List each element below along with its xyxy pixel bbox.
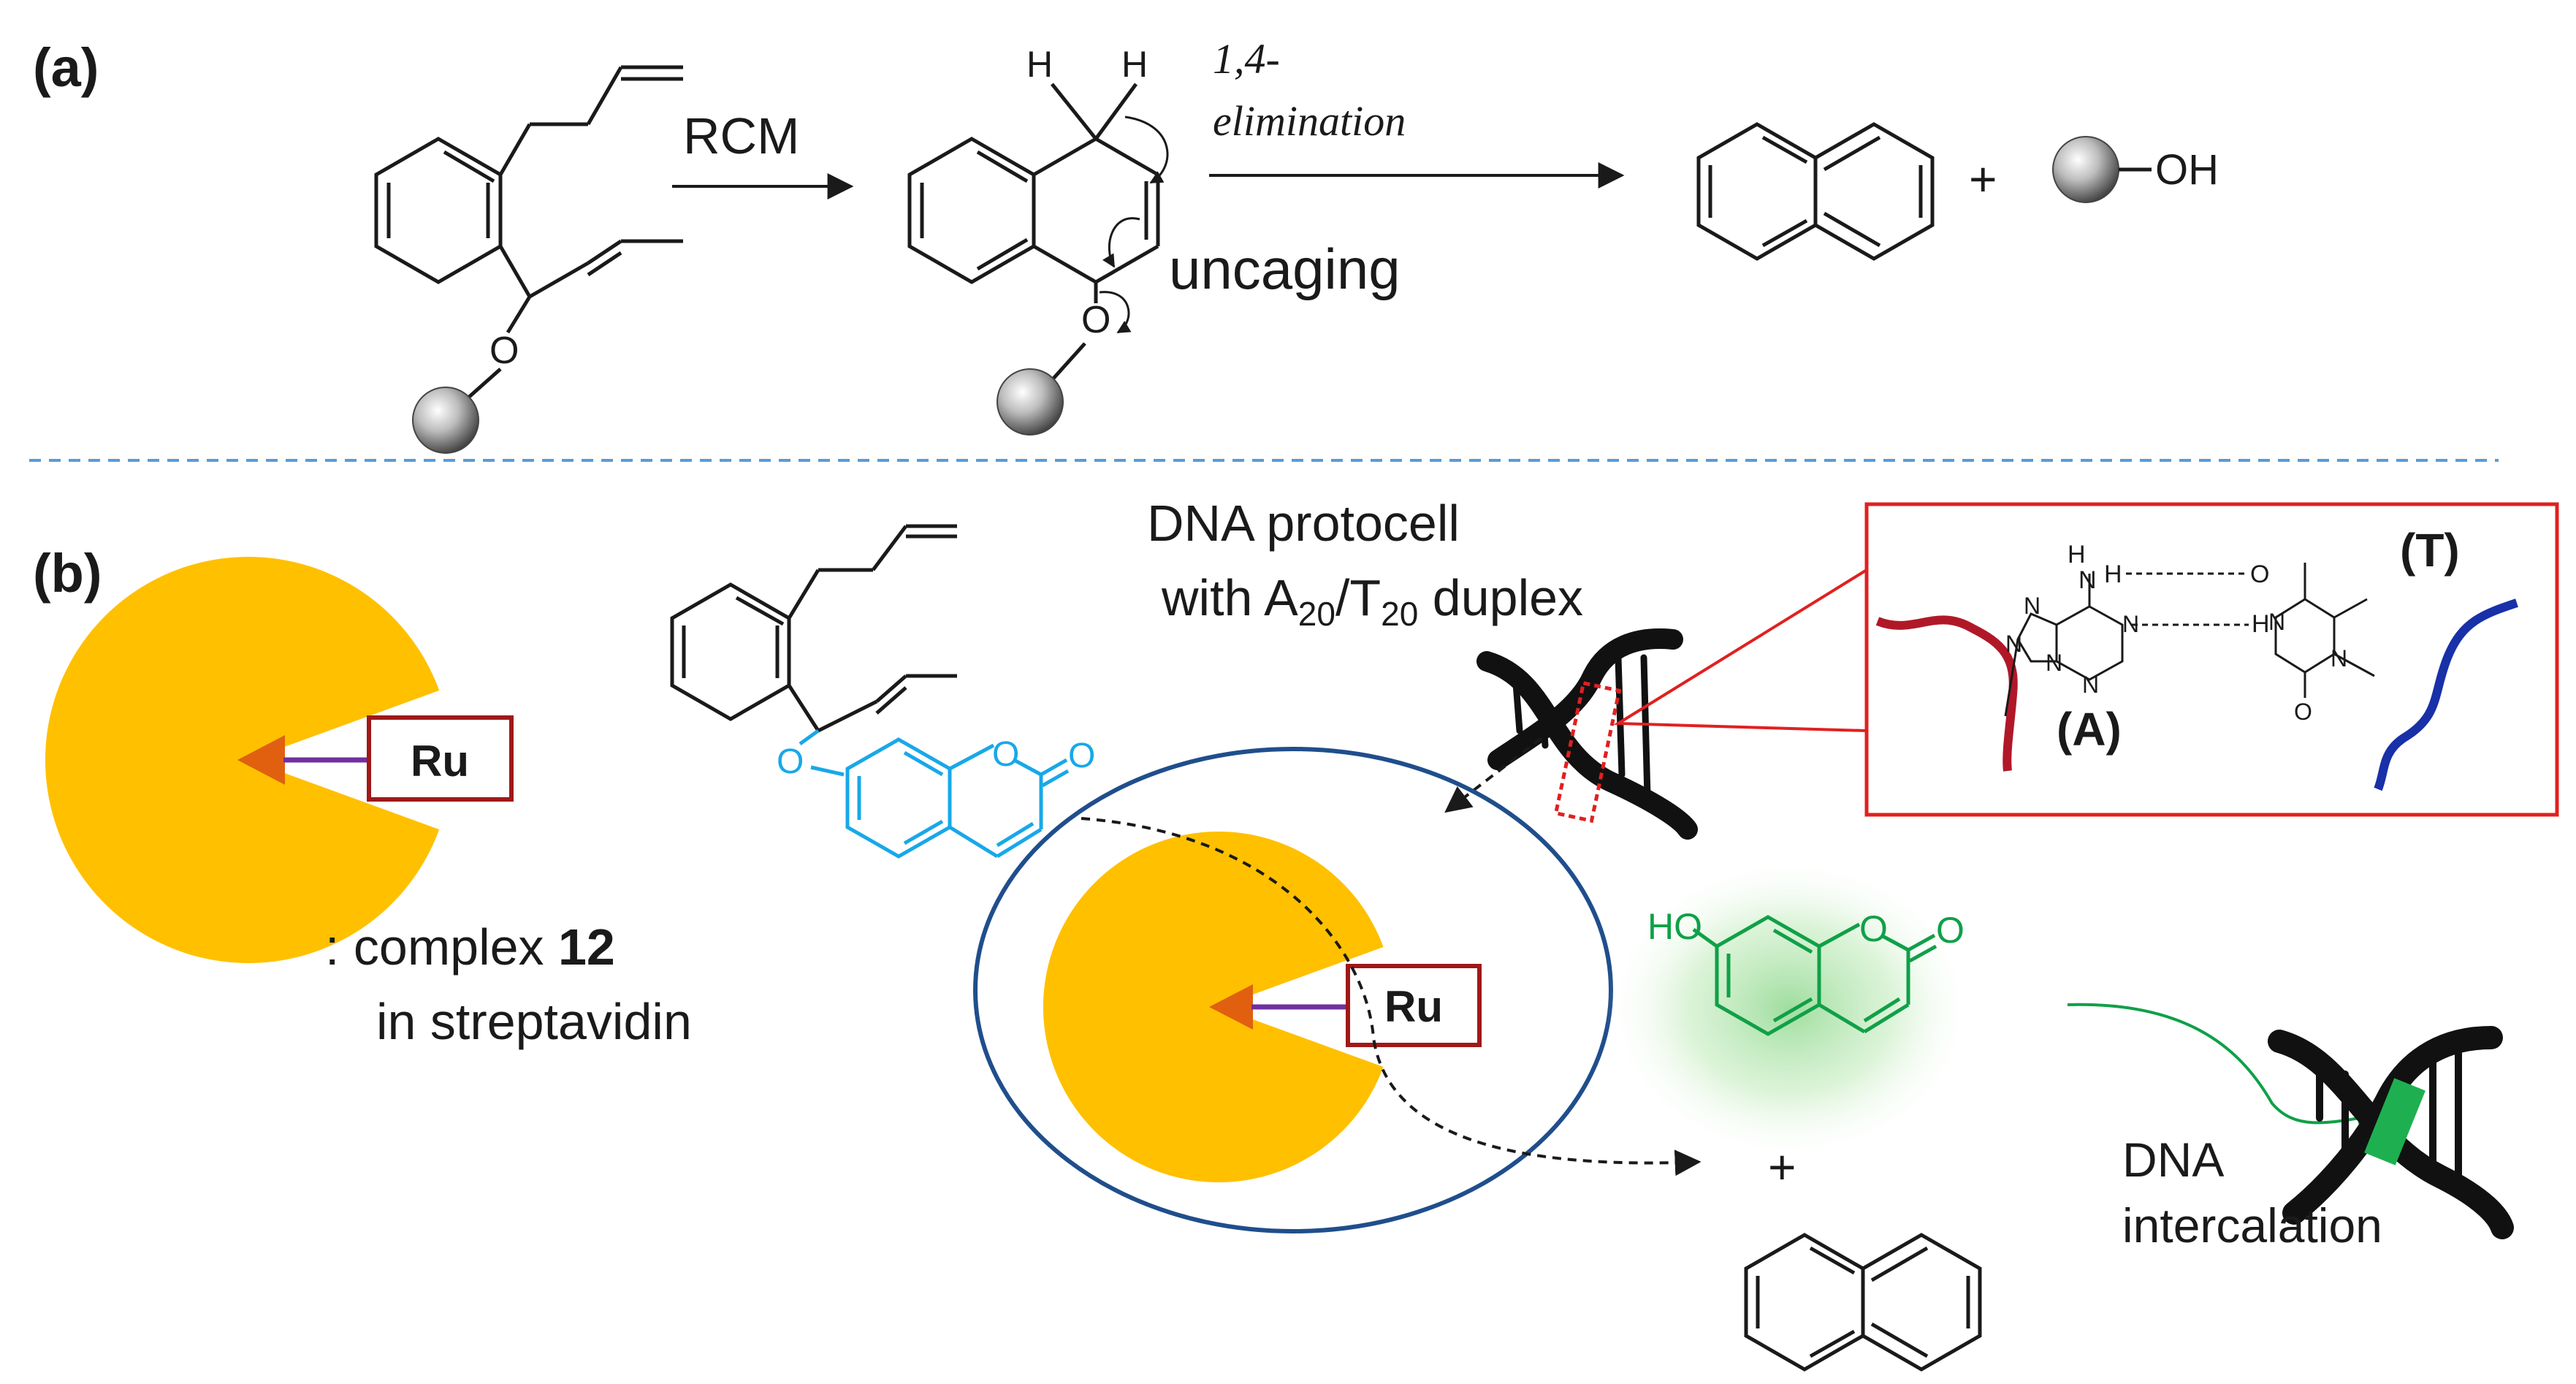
inset-h-nh2: H bbox=[2068, 541, 2086, 569]
base-pair-inset bbox=[1864, 502, 2559, 817]
substrate-carbonyl-oxygen: O bbox=[1068, 737, 1095, 775]
intercalation-label-line2: intercalation bbox=[2122, 1198, 2382, 1252]
streptavidin-pacman-icon bbox=[45, 556, 514, 964]
inset-n-nh2: N bbox=[2078, 566, 2097, 594]
hydroxyl-label: OH bbox=[2155, 146, 2219, 194]
naphthalene-product-structure bbox=[1696, 122, 1935, 261]
inset-adenine-n4: N bbox=[2005, 631, 2022, 657]
elimination-label-line2: elimination bbox=[1213, 97, 1406, 145]
intercalation-arrow bbox=[2067, 1003, 2381, 1130]
intermediate-h-right: H bbox=[1121, 44, 1148, 85]
dna-helix-icon bbox=[1476, 628, 1698, 840]
inset-thymine-n2: N bbox=[2331, 645, 2347, 672]
inset-thymine-n1: N bbox=[2268, 609, 2285, 635]
inset-adenine-n1: N bbox=[2024, 593, 2040, 619]
ru-catalyst-box bbox=[1346, 964, 1482, 1047]
inset-adenine-n5: N bbox=[2046, 650, 2062, 676]
substrate-oxygen-label: O bbox=[489, 330, 519, 372]
ru-label: Ru bbox=[411, 737, 469, 786]
protocell-sub2: 20 bbox=[1381, 595, 1418, 633]
adenine-thymine-pair-structure: H N H O N N N N N H N N O bbox=[1875, 541, 2518, 791]
umbelliferone-product-structure bbox=[1692, 915, 1937, 1036]
cargo-sphere-icon bbox=[2052, 136, 2119, 203]
intercalated-dye-icon bbox=[2364, 1078, 2426, 1166]
rcm-label: RCM bbox=[683, 107, 799, 164]
reaction-path-arrow bbox=[1081, 817, 1702, 1176]
elimination-label-line1: 1,4- bbox=[1213, 35, 1280, 83]
inset-callout-pointer bbox=[1613, 567, 1868, 733]
inset-adenine-n3: N bbox=[2082, 672, 2099, 698]
complex-number: 12 bbox=[558, 919, 615, 976]
ru-catalyst-box bbox=[367, 715, 514, 802]
cargo-sphere-icon bbox=[997, 368, 1064, 436]
streptavidin-pacman-icon bbox=[1043, 832, 1482, 1182]
selected-base-pair-highlight bbox=[1553, 680, 1622, 824]
inset-h-top: H bbox=[2104, 560, 2122, 588]
panel-b: (b) Ru : complex 12 in streptavidin bbox=[33, 495, 2559, 1372]
thymine-strand-icon bbox=[2374, 598, 2518, 791]
product-ring-oxygen: O bbox=[1859, 908, 1888, 949]
substrate-ether-oxygen: O bbox=[777, 742, 804, 781]
naphthalene-byproduct-structure bbox=[1744, 1233, 1982, 1372]
protocell-label-line2: with A20/T20 duplex bbox=[1161, 569, 1583, 633]
adenine-label: (A) bbox=[2057, 703, 2122, 756]
complex-legend-line1: : complex 12 bbox=[325, 919, 615, 976]
complex-legend-prefix: : complex bbox=[325, 919, 558, 976]
protocell-sub1: 20 bbox=[1298, 595, 1335, 633]
thymine-label: (T) bbox=[2400, 524, 2460, 577]
inset-thymine-o2: O bbox=[2294, 699, 2312, 725]
substrate-ring-oxygen: O bbox=[992, 735, 1019, 774]
protocell-label-line1: DNA protocell bbox=[1147, 495, 1460, 552]
product-carbonyl-oxygen: O bbox=[1936, 910, 1965, 951]
electron-push-arrow-icon bbox=[1124, 115, 1169, 184]
panel-a-label: (a) bbox=[33, 37, 99, 98]
product-hydroxyl-label: HO bbox=[1647, 906, 1702, 947]
uncaging-label: uncaging bbox=[1169, 237, 1401, 301]
complex-legend-line2: in streptavidin bbox=[376, 993, 692, 1050]
panel-a: (a) O RCM bbox=[33, 35, 2219, 454]
intermediate-oxygen-label: O bbox=[1081, 299, 1110, 341]
dihydronaphthalene-intermediate-structure bbox=[907, 83, 1160, 381]
plus-sign: + bbox=[1969, 152, 1997, 206]
intermediate-h-left: H bbox=[1026, 44, 1053, 85]
plus-sign: + bbox=[1768, 1140, 1796, 1194]
caged-coumarin-substrate-structure bbox=[670, 524, 1070, 859]
protocell-mid: /T bbox=[1335, 569, 1381, 626]
inset-o-top: O bbox=[2250, 560, 2269, 588]
adenine-strand-icon bbox=[1875, 615, 2018, 772]
intercalation-label-line1: DNA bbox=[2122, 1133, 2224, 1187]
inset-h-bottom: H bbox=[2252, 610, 2270, 638]
electron-push-arrow-icon bbox=[1099, 291, 1132, 334]
fluorescence-glow bbox=[1604, 855, 1976, 1162]
electron-push-arrow-icon bbox=[1102, 217, 1140, 268]
panel-b-label: (b) bbox=[33, 543, 102, 604]
cargo-sphere-icon bbox=[412, 387, 479, 454]
protocell-line2-prefix: with A bbox=[1161, 569, 1298, 626]
protocell-suffix: duplex bbox=[1418, 569, 1583, 626]
diene-substrate-structure bbox=[374, 65, 683, 400]
inset-adenine-n2: N bbox=[2122, 611, 2139, 637]
dna-into-protocell-arrow bbox=[1444, 737, 1543, 813]
ru-label-inside: Ru bbox=[1384, 982, 1443, 1031]
